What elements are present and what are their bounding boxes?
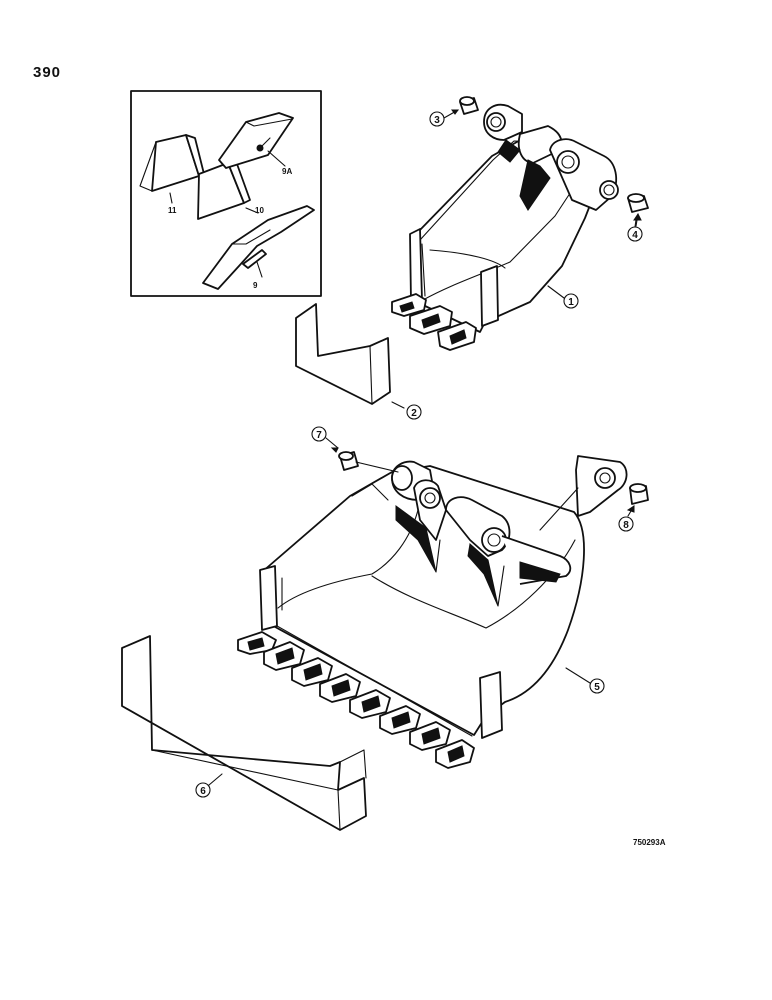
side-ear-plate xyxy=(539,455,628,531)
callout-7-text: 7 xyxy=(316,430,322,441)
callout-2: 2 xyxy=(406,404,422,420)
callout-3: 3 xyxy=(429,111,445,127)
tooth-guard-2 xyxy=(295,303,405,409)
adapter-9 xyxy=(202,205,315,290)
bushing-4 xyxy=(627,193,649,227)
callout-1-text: 1 xyxy=(568,297,574,308)
callout-7: 7 xyxy=(311,426,327,442)
bushing-8 xyxy=(626,483,649,517)
label-9: 9 xyxy=(253,281,258,290)
label-9a: 9A xyxy=(282,167,292,176)
callout-6: 6 xyxy=(195,773,223,798)
bucket-1-teeth xyxy=(391,293,477,351)
narrow-bucket-1 xyxy=(391,103,619,351)
tooth-10 xyxy=(197,162,259,220)
label-11: 11 xyxy=(168,206,177,215)
tooth-guard-6 xyxy=(121,635,367,831)
bushing-7 xyxy=(325,437,399,473)
tooth-cap-11 xyxy=(139,134,206,204)
callout-5-text: 5 xyxy=(594,682,600,693)
callout-6-text: 6 xyxy=(200,786,206,797)
tooth-parts-inset: 11 10 9A 9 xyxy=(130,90,322,297)
wide-bucket-5 xyxy=(237,460,585,769)
inset-frame xyxy=(130,90,322,297)
callout-4-text: 4 xyxy=(632,230,638,241)
bucket-5-teeth xyxy=(237,631,475,769)
adapter-9a xyxy=(218,112,294,169)
drawing-id: 750293A xyxy=(633,838,666,847)
callout-8: 8 xyxy=(618,516,634,532)
callout-1: 1 xyxy=(547,285,579,309)
bushing-3 xyxy=(443,96,479,119)
callout-4: 4 xyxy=(627,219,643,242)
page-number: 390 xyxy=(33,64,62,81)
label-10: 10 xyxy=(255,206,264,215)
callout-5: 5 xyxy=(565,667,605,694)
callout-2-text: 2 xyxy=(411,408,417,419)
callout-3-text: 3 xyxy=(434,115,440,126)
callout-8-text: 8 xyxy=(623,520,629,531)
